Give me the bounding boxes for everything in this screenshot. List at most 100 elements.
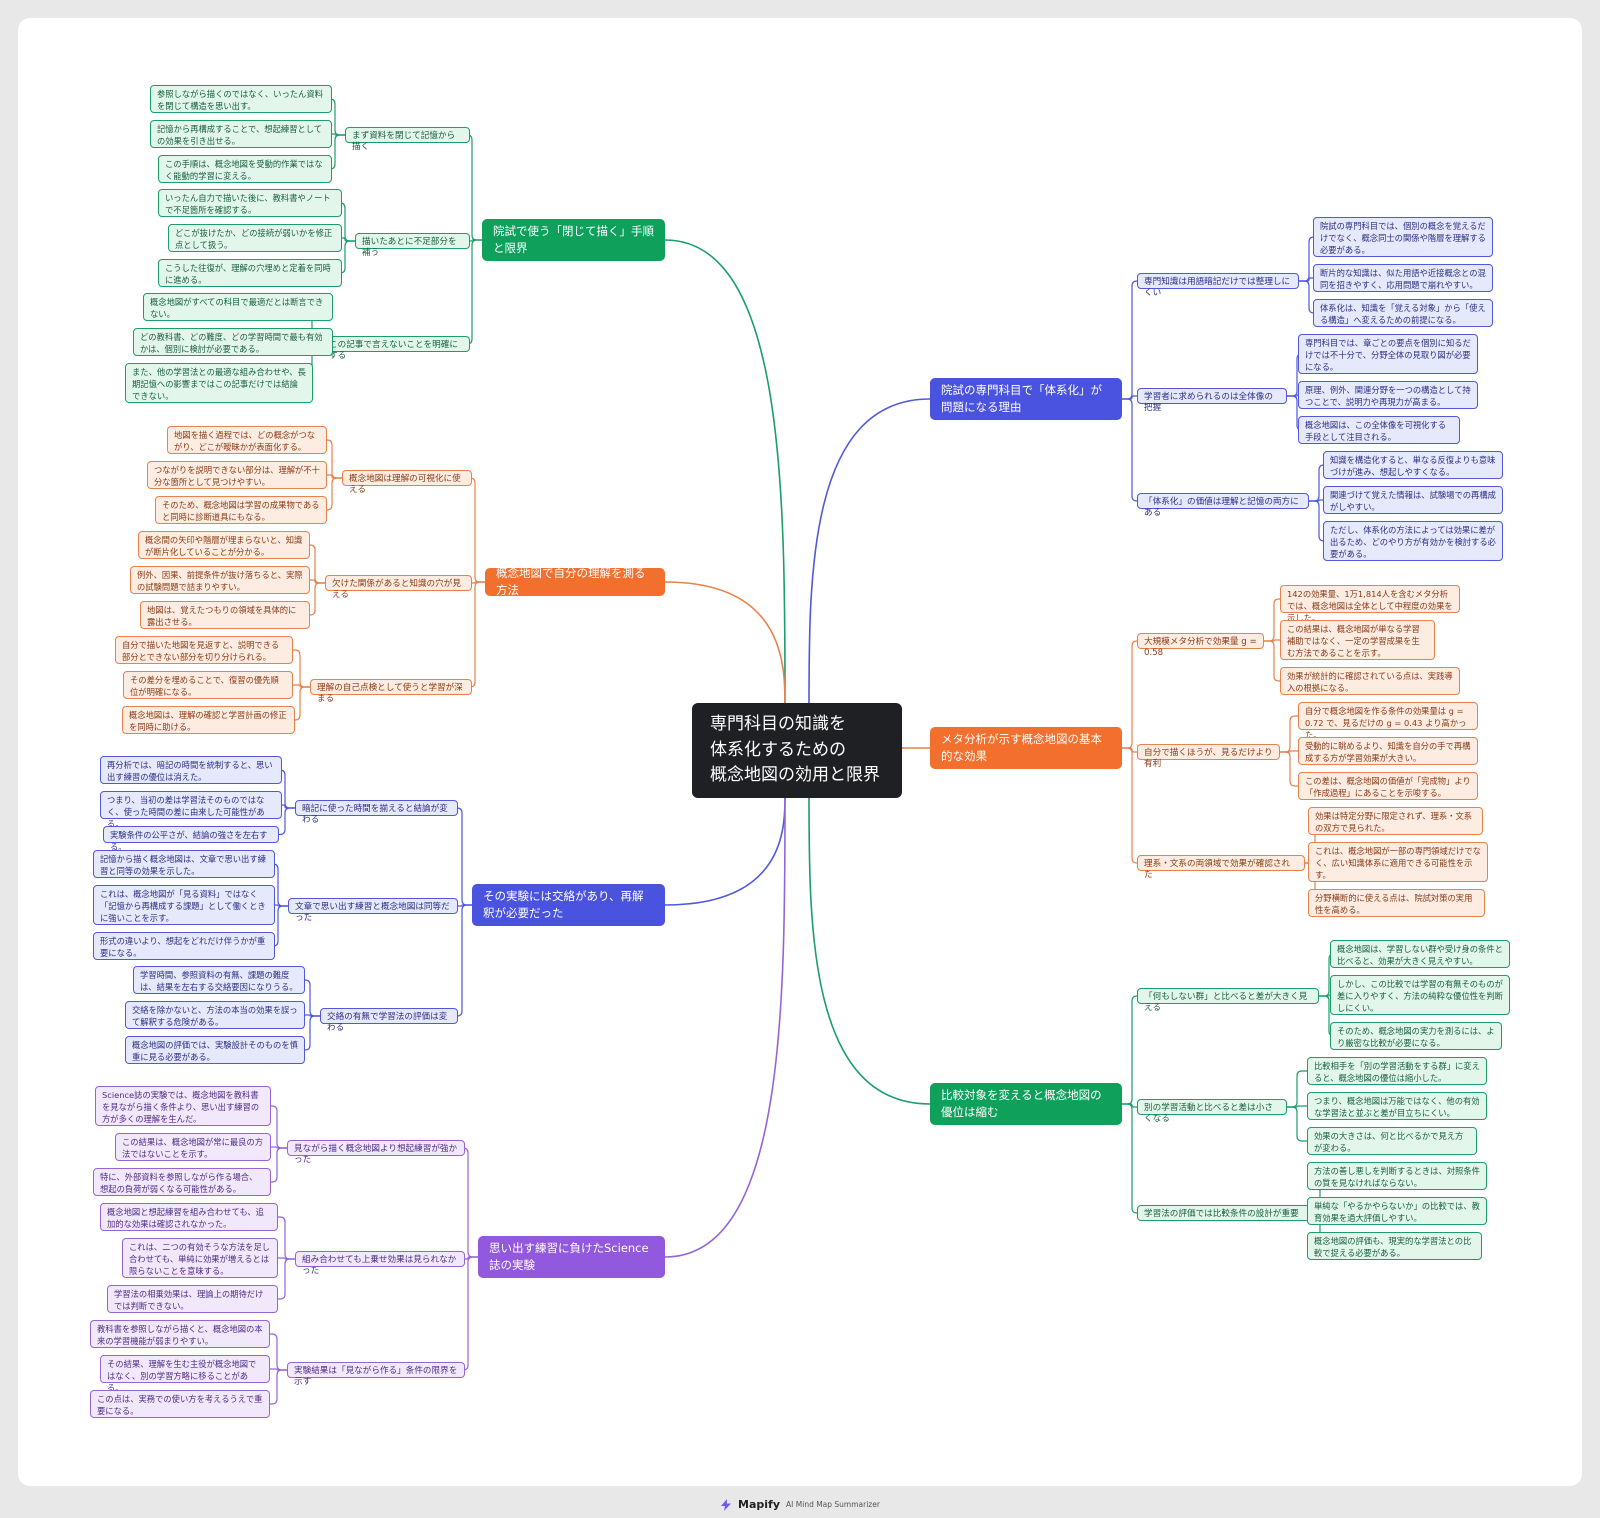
- detail-note[interactable]: 概念間の矢印や階層が埋まらないと、知識が断片化していることが分かる。: [138, 531, 310, 559]
- detail-note[interactable]: そのため、概念地図は学習の成果物であると同時に診断道具にもなる。: [155, 496, 327, 524]
- subtopic[interactable]: 組み合わせても上乗せ効果は見られなかった: [295, 1251, 465, 1276]
- detail-note[interactable]: 学習法の相乗効果は、理論上の期待だけでは判断できない。: [107, 1285, 278, 1313]
- detail-note[interactable]: どの教科書、どの難度、どの学習時間で最も有効かは、個別に検討が必要である。: [133, 328, 333, 356]
- detail-note[interactable]: その結果、理解を生む主役が概念地図ではなく、別の学習方略に移ることがある。: [100, 1355, 270, 1393]
- detail-note[interactable]: しかし、この比較では学習の有無そのものが差に入りやすく、方法の純粋な優位性を判断…: [1330, 975, 1510, 1015]
- detail-note[interactable]: この差は、概念地図の価値が「完成物」より「作成過程」にあることを示唆する。: [1298, 772, 1478, 800]
- subtopic[interactable]: この記事で言えないことを明確にする: [322, 336, 470, 361]
- detail-note[interactable]: 関連づけて覚えた情報は、試験場での再構成がしやすい。: [1323, 486, 1503, 514]
- subtopic[interactable]: 学習者に求められるのは全体像の把握: [1137, 388, 1287, 413]
- detail-note[interactable]: 概念地図は、理解の確認と学習計画の修正を同時に助ける。: [122, 706, 295, 734]
- subtopic-connector: [466, 239, 482, 345]
- detail-note-label: 概念地図の評価では、実験設計そのものを慎重に見る必要がある。: [132, 1040, 298, 1062]
- detail-note[interactable]: つまり、当初の差は学習法そのものではなく、使った時間の差に由来した可能性がある。: [100, 791, 282, 829]
- detail-note[interactable]: この結果は、概念地図が常に最良の方法ではないことを示す。: [115, 1133, 271, 1161]
- subtopic[interactable]: まず資料を閉じて記憶から描く: [345, 127, 470, 152]
- detail-note[interactable]: 体系化は、知識を「覚える対象」から「使える構造」へ変えるための前提になる。: [1313, 299, 1493, 327]
- detail-note[interactable]: 効果の大きさは、何と比べるかで見え方が変わる。: [1307, 1127, 1477, 1155]
- branch-topic[interactable]: 概念地図で自分の理解を測る方法: [485, 566, 665, 597]
- subtopic-connector: [469, 477, 485, 583]
- detail-note[interactable]: 概念地図は、この全体像を可視化する手段として注目される。: [1298, 416, 1460, 444]
- subtopic[interactable]: 理系・文系の両領域で効果が確認された: [1137, 855, 1305, 880]
- subtopic[interactable]: 交絡の有無で学習法の評価は変わる: [320, 1008, 458, 1033]
- subtopic[interactable]: 「体系化」の価値は理解と記憶の両方にある: [1137, 493, 1309, 518]
- detail-note[interactable]: 形式の違いより、想起をどれだけ伴うかが重要になる。: [93, 932, 275, 960]
- detail-note[interactable]: そのため、概念地図の実力を測るには、より厳密な比較が必要になる。: [1330, 1022, 1502, 1050]
- branch-topic[interactable]: メタ分析が示す概念地図の基本的な効果: [930, 727, 1122, 769]
- subtopic[interactable]: 描いたあとに不足部分を補う: [355, 233, 470, 258]
- branch-topic[interactable]: 比較対象を変えると概念地図の優位は縮む: [930, 1083, 1122, 1125]
- detail-note[interactable]: その差分を埋めることで、復習の優先順位が明確になる。: [123, 671, 293, 699]
- detail-note[interactable]: 参照しながら描くのではなく、いったん資料を閉じて構造を思い出す。: [150, 85, 332, 113]
- branch-connector: [664, 581, 786, 706]
- detail-note[interactable]: つまり、概念地図は万能ではなく、他の有効な学習法と並ぶと差が目立ちにくい。: [1307, 1092, 1487, 1120]
- detail-note[interactable]: 実験条件の公平さが、結論の強さを左右する。: [103, 826, 279, 852]
- subtopic[interactable]: 学習法の評価では比較条件の設計が重要: [1137, 1205, 1310, 1221]
- detail-note[interactable]: この結果は、概念地図が単なる学習補助ではなく、一定の学習成果を生む方法であること…: [1280, 620, 1435, 660]
- detail-note[interactable]: どこが抜けたか、どの接続が弱いかを修正点として扱う。: [168, 224, 342, 252]
- detail-note[interactable]: 院試の専門科目では、個別の概念を覚えるだけでなく、概念同士の関係や階層を理解する…: [1313, 217, 1493, 257]
- detail-note[interactable]: この点は、実務での使い方を考えるうえで重要になる。: [90, 1390, 270, 1418]
- detail-note[interactable]: 受動的に眺めるより、知識を自分の手で再構成する方が学習効果が大きい。: [1298, 737, 1478, 765]
- detail-note[interactable]: 概念地図の評価も、現実的な学習法との比較で捉える必要がある。: [1307, 1232, 1482, 1260]
- detail-note[interactable]: 地図は、覚えたつもりの領域を具体的に露出させる。: [140, 601, 310, 629]
- detail-note-label: 原理、例外、関連分野を一つの構造として持つことで、説明力や再現力が高まる。: [1305, 385, 1471, 407]
- detail-note[interactable]: これは、二つの有効そうな方法を足し合わせても、単純に効果が増えるとは限らないこと…: [122, 1238, 278, 1278]
- detail-note[interactable]: 自分で描いた地図を見返すと、説明できる部分とできない部分を切り分けられる。: [115, 636, 293, 664]
- detail-note[interactable]: これは、概念地図が一部の専門領域だけでなく、広い知識体系に適用できる可能性を示す…: [1308, 842, 1488, 882]
- detail-note[interactable]: この手順は、概念地図を受動的作業ではなく能動的学習に変える。: [158, 155, 332, 183]
- detail-note[interactable]: 概念地図の評価では、実験設計そのものを慎重に見る必要がある。: [125, 1036, 305, 1064]
- branch-topic[interactable]: 院試で使う「閉じて描く」手順と限界: [482, 219, 665, 261]
- detail-note[interactable]: つながりを説明できない部分は、理解が不十分な箇所として見つけやすい。: [147, 461, 327, 489]
- detail-note[interactable]: 単純な「やるかやらないか」の比較では、教育効果を過大評価しやすい。: [1307, 1197, 1487, 1225]
- detail-note[interactable]: 交絡を除かないと、方法の本当の効果を誤って解釈する危険がある。: [125, 1001, 305, 1029]
- subtopic[interactable]: 別の学習活動と比べると差は小さくなる: [1137, 1099, 1287, 1124]
- detail-note[interactable]: ただし、体系化の方法によっては効果に差が出るため、どのやり方が有効かを検討する必…: [1323, 521, 1503, 561]
- detail-note[interactable]: また、他の学習法との最適な組み合わせや、長期記憶への影響まではこの記事だけでは結…: [125, 363, 313, 403]
- subtopic[interactable]: 実験結果は「見ながら作る」条件の限界を示す: [287, 1362, 465, 1387]
- detail-note[interactable]: 効果が統計的に確認されている点は、実践導入の根拠になる。: [1280, 667, 1460, 695]
- detail-note[interactable]: 分野横断的に使える点は、院試対策の実用性を高める。: [1308, 889, 1485, 917]
- detail-note[interactable]: 記憶から描く概念地図は、文章で思い出す練習と同等の効果を示した。: [93, 850, 275, 878]
- detail-note[interactable]: 記憶から再構成することで、想起練習としての効果を引き出せる。: [150, 120, 332, 148]
- subtopic[interactable]: 見ながら描く概念地図より想起練習が強かった: [287, 1140, 465, 1165]
- subtopic[interactable]: 大規模メタ分析で効果量 g = 0.58: [1137, 633, 1264, 658]
- detail-note[interactable]: 概念地図がすべての科目で最適だとは断言できない。: [143, 293, 333, 321]
- detail-note[interactable]: 自分で概念地図を作る条件の効果量は g = 0.72 で、見るだけの g = 0…: [1298, 702, 1478, 740]
- detail-note[interactable]: 断片的な知識は、似た用語や近接概念との混同を招きやすく、応用問題で崩れやすい。: [1313, 264, 1493, 292]
- detail-note[interactable]: 142の効果量、1万1,814人を含むメタ分析では、概念地図は全体として中程度の…: [1280, 585, 1460, 623]
- detail-note[interactable]: 専門科目では、章ごとの要点を個別に知るだけでは不十分で、分野全体の見取り図が必要…: [1298, 334, 1478, 374]
- subtopic[interactable]: 自分で描くほうが、見るだけより有利: [1137, 744, 1280, 769]
- detail-note[interactable]: いったん自力で描いた後に、教科書やノートで不足箇所を確認する。: [158, 189, 342, 217]
- detail-note[interactable]: 効果は特定分野に限定されず、理系・文系の双方で見られた。: [1308, 807, 1483, 835]
- detail-note[interactable]: 特に、外部資料を参照しながら作る場合、想起の負荷が弱くなる可能性がある。: [93, 1168, 271, 1196]
- subtopic[interactable]: 暗記に使った時間を揃えると結論が変わる: [295, 800, 458, 825]
- subtopic[interactable]: 欠けた関係があると知識の穴が見える: [325, 575, 472, 600]
- detail-note[interactable]: 概念地図は、学習しない群や受け身の条件と比べると、効果が大きく見えやすい。: [1330, 940, 1510, 968]
- detail-note[interactable]: 方法の善し悪しを判断するときは、対照条件の質を見なければならない。: [1307, 1162, 1487, 1190]
- subtopic[interactable]: 理解の自己点検として使うと学習が深まる: [310, 679, 472, 704]
- detail-note[interactable]: 概念地図と想起練習を組み合わせても、追加的な効果は確認されなかった。: [100, 1203, 278, 1231]
- detail-note[interactable]: 例外、因果、前提条件が抜け落ちると、実際の試験問題で詰まりやすい。: [130, 566, 310, 594]
- detail-note[interactable]: 原理、例外、関連分野を一つの構造として持つことで、説明力や再現力が高まる。: [1298, 381, 1478, 409]
- detail-connector: [282, 804, 295, 809]
- branch-topic[interactable]: 思い出す練習に負けたScience誌の実験: [478, 1236, 665, 1278]
- central-topic[interactable]: 専門科目の知識を 体系化するための 概念地図の効用と限界: [692, 703, 902, 798]
- detail-note[interactable]: 学習時間、参照資料の有無、課題の難度は、結果を左右する交絡要因になりうる。: [133, 966, 305, 994]
- subtopic[interactable]: 文章で思い出す練習と概念地図は同等だった: [288, 898, 458, 923]
- subtopic-label: 欠けた関係があると知識の穴が見える: [332, 579, 461, 601]
- detail-note[interactable]: 再分析では、暗記の時間を統制すると、思い出す練習の優位は消えた。: [100, 756, 282, 784]
- detail-note[interactable]: 知識を構造化すると、単なる反復よりも意味づけが進み、想起しやすくなる。: [1323, 451, 1503, 479]
- detail-note[interactable]: 地図を描く過程では、どの概念がつながり、どこが曖昧かが表面化する。: [167, 426, 327, 454]
- subtopic[interactable]: 専門知識は用語暗記だけでは整理しにくい: [1137, 273, 1299, 298]
- detail-note[interactable]: 教科書を参照しながら描くと、概念地図の本来の学習機能が弱まりやすい。: [90, 1320, 270, 1348]
- subtopic-connector: [465, 1256, 478, 1260]
- detail-note[interactable]: 比較相手を「別の学習活動をする群」に変えると、概念地図の優位は縮小した。: [1307, 1057, 1487, 1085]
- branch-topic[interactable]: 院試の専門科目で「体系化」が問題になる理由: [930, 378, 1122, 420]
- subtopic[interactable]: 「何もしない群」と比べると差が大きく見える: [1137, 988, 1319, 1013]
- subtopic[interactable]: 概念地図は理解の可視化に使える: [342, 470, 472, 495]
- detail-note[interactable]: これは、概念地図が「見る資料」ではなく「記憶から再構成する課題」として働くときに…: [93, 885, 275, 925]
- detail-note[interactable]: こうした往復が、理解の穴埋めと定着を同時に進める。: [158, 259, 342, 287]
- detail-note[interactable]: Science誌の実験では、概念地図を教科書を見ながら描く条件より、思い出す練習…: [95, 1086, 271, 1126]
- branch-topic[interactable]: その実験には交絡があり、再解釈が必要だった: [472, 884, 665, 926]
